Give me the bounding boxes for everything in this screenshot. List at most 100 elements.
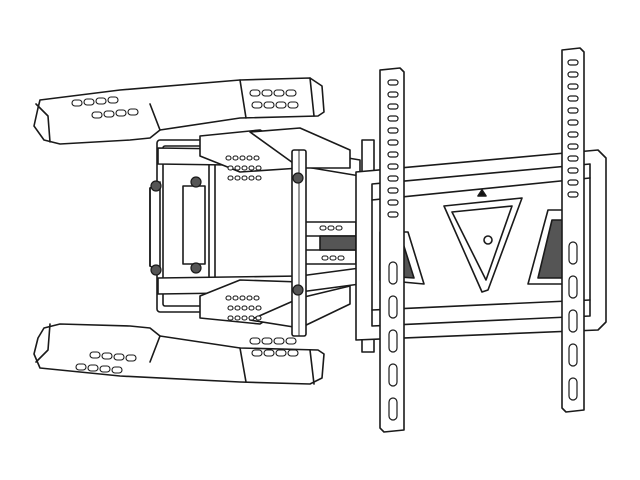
arm-slot (337, 255, 345, 261)
arm-slot (287, 101, 299, 109)
arm-slot (83, 98, 95, 106)
hinge-knob (292, 172, 304, 184)
arm-slot (329, 255, 337, 261)
arm-slot (239, 155, 246, 161)
arm-slot (101, 352, 113, 360)
bracket-hole (567, 131, 579, 138)
arm-slot (225, 295, 232, 301)
bracket-slot (388, 397, 398, 421)
arm-slot (234, 165, 241, 171)
arm-slot (89, 351, 101, 359)
arm-slot (287, 349, 299, 357)
arm-slot (249, 337, 261, 345)
arm-slot (285, 89, 297, 97)
hinge-knob (190, 176, 202, 188)
bracket-slot (568, 343, 578, 367)
arm-slot (227, 165, 234, 171)
arm-slot (248, 305, 255, 311)
arm-slot (285, 337, 297, 345)
arm-slot (232, 295, 239, 301)
bracket-hole (387, 79, 399, 86)
arm-slot (261, 337, 273, 345)
bracket-hole (387, 127, 399, 134)
arm-slot (253, 295, 260, 301)
bracket-hole (567, 107, 579, 114)
bracket-slot (568, 275, 578, 299)
bracket-hole (387, 151, 399, 158)
arm-slot (103, 110, 115, 118)
arm-slot (335, 225, 343, 231)
arm-slot (275, 349, 287, 357)
arm-slot (107, 96, 119, 104)
arm-slot (87, 364, 99, 372)
bracket-slot (388, 261, 398, 285)
arm-slot (251, 101, 263, 109)
arrow-up-icon (477, 189, 487, 197)
arm-slot (273, 337, 285, 345)
arm-slot (248, 165, 255, 171)
arm-slot (75, 363, 87, 371)
arm-slot (241, 175, 248, 181)
arm-slot (255, 315, 262, 321)
arm-slot (241, 165, 248, 171)
bracket-hole (387, 199, 399, 206)
arm-slot (227, 315, 234, 321)
hinge-knob (150, 264, 162, 276)
arm-slot-patterns (71, 89, 345, 374)
arm-slot (239, 295, 246, 301)
arm-slot (261, 89, 273, 97)
bracket-hole (387, 175, 399, 182)
bracket-hole (567, 83, 579, 90)
arm-slot (95, 97, 107, 105)
left-vertical-bracket (379, 67, 405, 433)
arm-slot (234, 175, 241, 181)
arm-slot (234, 305, 241, 311)
bracket-hole (387, 139, 399, 146)
arm-slot (255, 305, 262, 311)
bracket-hole (567, 167, 579, 174)
arm-slot (263, 101, 275, 109)
bracket-slot (388, 363, 398, 387)
bracket-slot (568, 241, 578, 265)
bracket-hole (387, 211, 399, 218)
arm-slot (127, 108, 139, 116)
bracket-hole (567, 119, 579, 126)
bracket-hole (567, 59, 579, 66)
bracket-hole (567, 95, 579, 102)
arm-slot (91, 111, 103, 119)
arm-slot (327, 225, 335, 231)
arm-slot (232, 155, 239, 161)
bracket-hole (567, 155, 579, 162)
bracket-slot (388, 295, 398, 319)
arm-slot (234, 315, 241, 321)
bracket-hole (567, 191, 579, 198)
arm-slot (321, 255, 329, 261)
arm-slot (246, 295, 253, 301)
arm-slot (251, 349, 263, 357)
arm-slot (253, 155, 260, 161)
arm-slot (248, 175, 255, 181)
bracket-slot (388, 329, 398, 353)
arm-slot (111, 366, 123, 374)
arm-slot (241, 305, 248, 311)
arm-slot (246, 155, 253, 161)
arm-slot (227, 175, 234, 181)
arm-slot (263, 349, 275, 357)
hinge-knob (292, 284, 304, 296)
arm-slot (241, 315, 248, 321)
bracket-slot (568, 309, 578, 333)
bracket-hole (387, 91, 399, 98)
arm-slot (275, 101, 287, 109)
hinge-knob (190, 262, 202, 274)
arm-slot (255, 165, 262, 171)
arm-slot (71, 99, 83, 107)
bracket-hole (387, 115, 399, 122)
arm-slot (125, 354, 137, 362)
bracket-hole (567, 179, 579, 186)
bracket-hole (387, 103, 399, 110)
bracket-slot (568, 377, 578, 401)
arm-slot (273, 89, 285, 97)
arm-slot (227, 305, 234, 311)
